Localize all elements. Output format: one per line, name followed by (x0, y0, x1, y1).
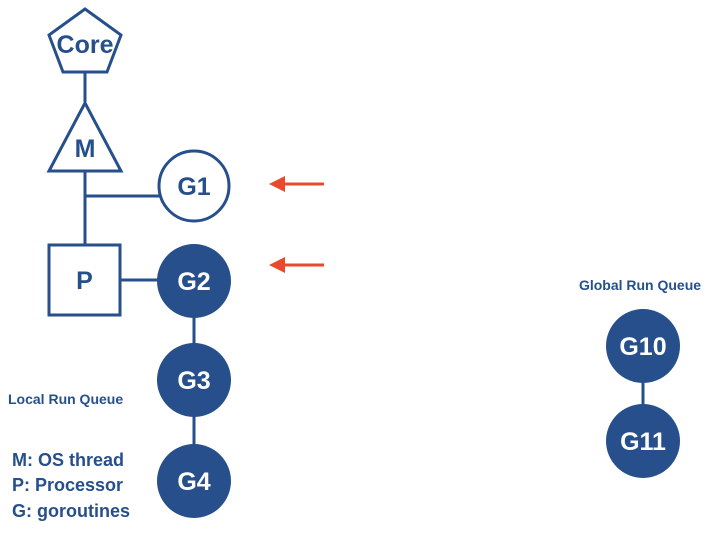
g4-label: G4 (177, 468, 210, 496)
g3-node: G3 (157, 343, 231, 417)
g1-node: G1 (157, 149, 231, 223)
g4-node: G4 (157, 444, 231, 518)
local-run-queue-label: Local Run Queue (8, 391, 123, 407)
m-node: M (46, 99, 124, 173)
g11-circle (606, 404, 680, 478)
legend-g: G: goroutines (12, 501, 130, 521)
arrow-g2 (269, 257, 324, 273)
g1-label: G1 (177, 173, 210, 201)
g3-circle (157, 343, 231, 417)
g2-label: G2 (177, 268, 210, 296)
connectors (83, 73, 645, 446)
legend: M: OS thread P: Processor G: goroutines (12, 450, 130, 521)
g2-circle (157, 244, 231, 318)
g10-circle (606, 309, 680, 383)
m-triangle (46, 99, 124, 173)
legend-m: M: OS thread (12, 450, 124, 470)
arrow-g1 (269, 176, 324, 192)
legend-p: P: Processor (12, 475, 123, 495)
g10-label: G10 (619, 333, 666, 361)
m-label: M (75, 135, 96, 163)
g11-node: G11 (606, 404, 680, 478)
g10-node: G10 (606, 309, 680, 383)
core-label: Core (57, 31, 114, 59)
g1-circle (157, 149, 231, 223)
p-label: P (76, 267, 93, 295)
g11-label: G11 (620, 428, 666, 456)
g2-node: G2 (157, 244, 231, 318)
p-square (47, 243, 122, 317)
core-pentagon (47, 7, 123, 74)
g4-circle (157, 444, 231, 518)
p-node: P (47, 243, 122, 317)
global-run-queue-label: Global Run Queue (579, 277, 701, 293)
core-node: Core (47, 7, 123, 74)
g3-label: G3 (177, 367, 210, 395)
